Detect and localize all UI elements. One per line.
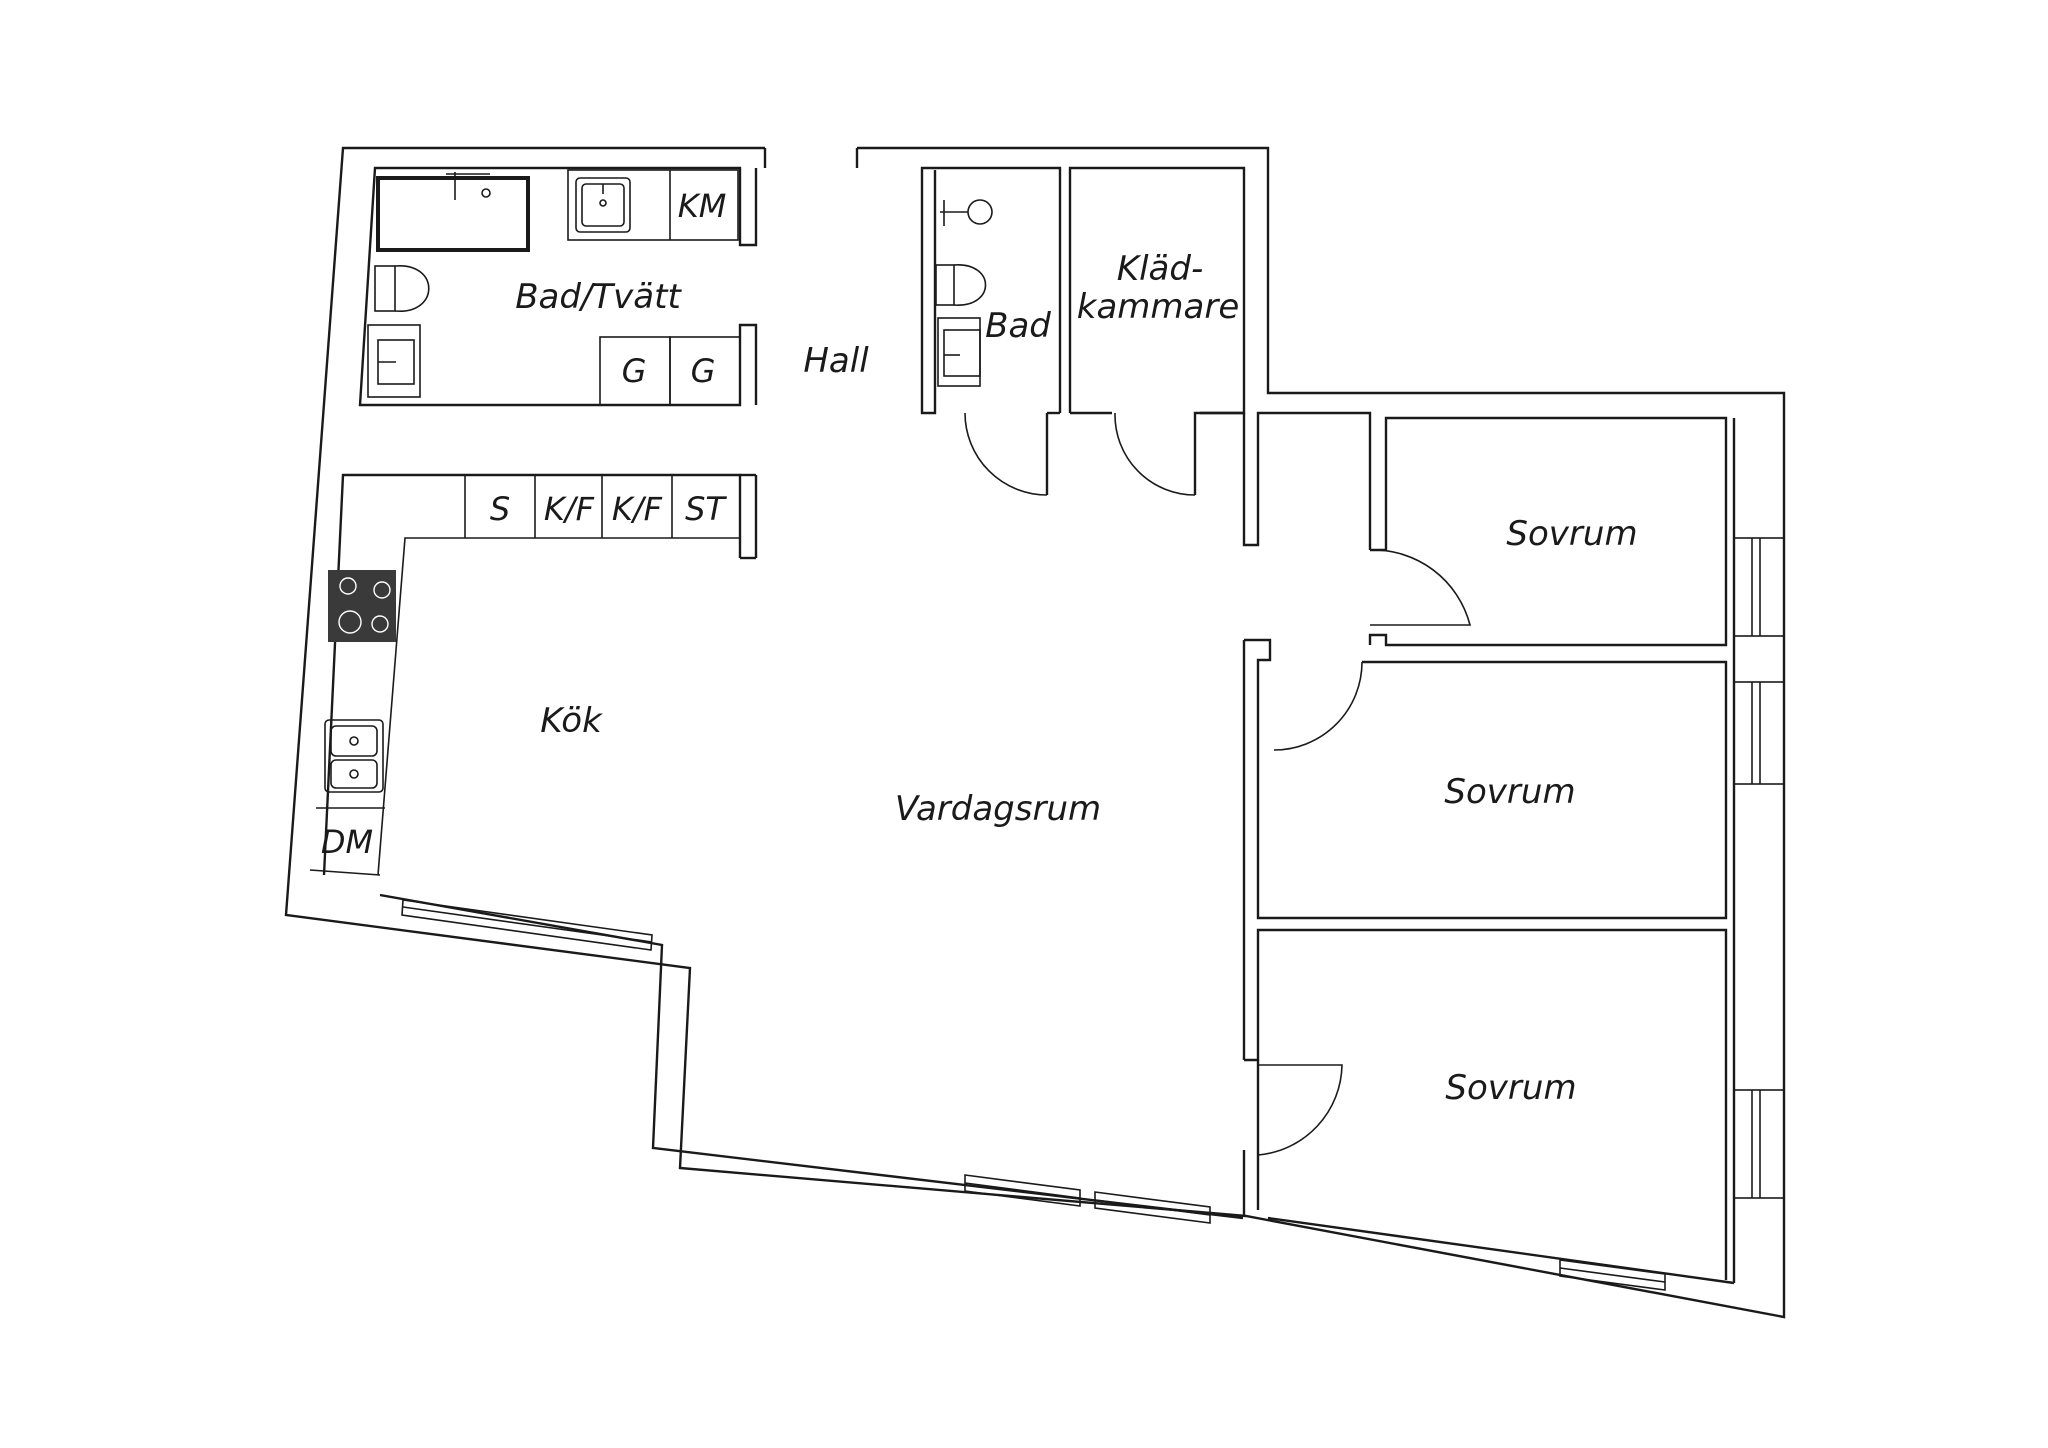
kitchen-wall [322, 473, 742, 876]
wc-wall [920, 166, 1062, 415]
wc-door-swing [964, 412, 1048, 496]
bedroom-3-wall [1244, 928, 1728, 1280]
room-label-bedroom-2: Sovrum [1444, 772, 1575, 812]
bedroom-2-door-swing [1273, 661, 1363, 751]
bedroom-2-wall [1244, 638, 1728, 920]
bath-laundry-wall [358, 166, 758, 407]
window-bedroom-3-south [1559, 1259, 1666, 1291]
wardrobe-wall [1068, 166, 1246, 495]
shower-icon [967, 199, 993, 225]
window-bedroom-1 [1733, 537, 1785, 637]
fixture-label-dm: DM [321, 823, 373, 861]
room-label-bedroom-3: Sovrum [1445, 1068, 1576, 1108]
bedroom-1-wall [1368, 416, 1728, 647]
room-label-kitchen: Kök [540, 701, 603, 741]
fixture-label-kf2: K/F [612, 490, 663, 528]
room-label-bathroom: Bad [985, 306, 1051, 346]
room-label-bedroom-1: Sovrum [1506, 514, 1637, 554]
window-living-2 [1094, 1191, 1211, 1224]
room-label-hall: Hall [803, 341, 869, 381]
fixture-label-g1: G [622, 352, 647, 390]
room-label-living-room: Vardagsrum [895, 789, 1101, 829]
window-bedroom-2 [1733, 681, 1785, 785]
g-unit-2 [669, 336, 741, 406]
kitchen-sink-icon [324, 719, 384, 793]
room-label-wardrobe-1: Kläd- [1117, 249, 1203, 289]
corridor-wall [1242, 411, 1372, 550]
basin-icon [575, 177, 631, 233]
kitchen-counter [377, 537, 740, 876]
fixture-label-g2: G [691, 352, 716, 390]
outer-wall [284, 146, 1786, 1319]
window-bedroom-3 [1733, 1089, 1785, 1199]
fixture-label-kf1: K/F [544, 490, 595, 528]
bathtub-icon [376, 176, 530, 252]
window-kitchen [401, 899, 653, 951]
wash-basin-icon [367, 324, 421, 398]
fixture-label-st: ST [685, 490, 727, 528]
room-label-wardrobe-2: kammare [1077, 287, 1240, 327]
inner-wall-south [379, 893, 1244, 1220]
stove-icon [328, 570, 396, 642]
wardrobe-door-swing [1114, 412, 1196, 496]
wc-toilet-icon [935, 264, 955, 306]
window-living-1 [964, 1174, 1081, 1207]
fixture-label-s: S [490, 490, 510, 528]
fixture-label-km: KM [678, 187, 727, 225]
bedroom-1-door-swing [1369, 549, 1472, 626]
bedroom-3-door-swing [1257, 1064, 1343, 1156]
toilet-icon [374, 265, 396, 312]
room-label-bath-laundry: Bad/Tvätt [515, 277, 682, 317]
bath-counter [567, 169, 739, 241]
